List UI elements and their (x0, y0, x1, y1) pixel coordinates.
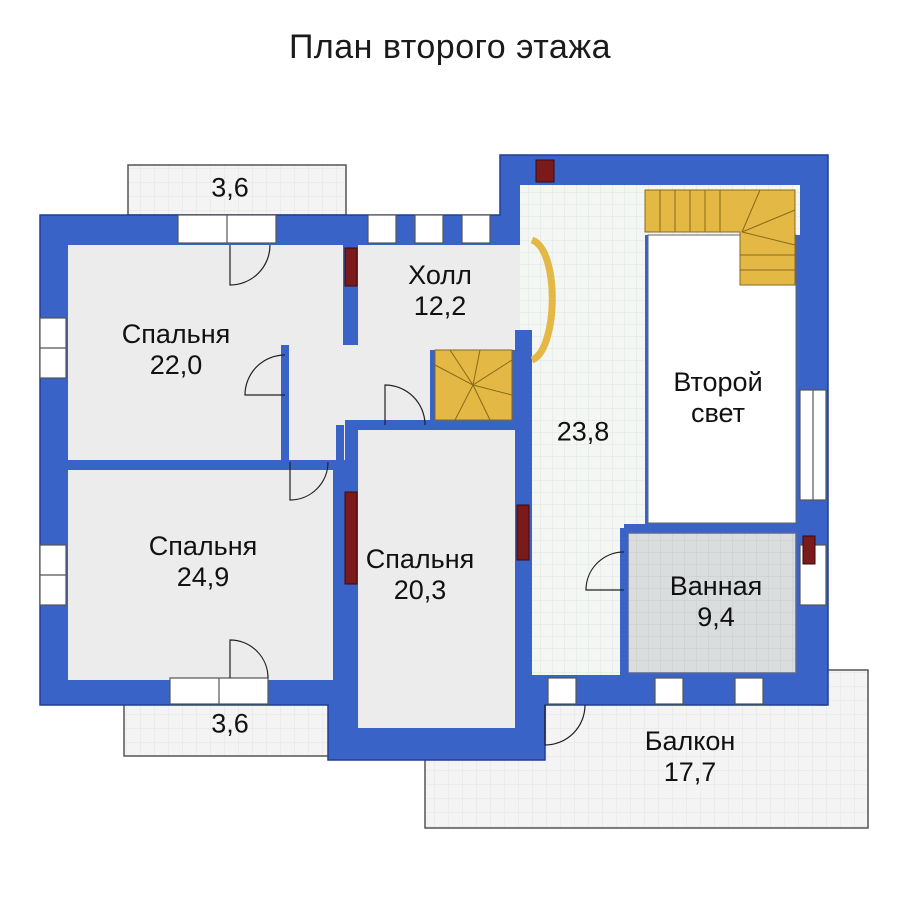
corridor-floor (520, 185, 800, 675)
hall-floor (290, 245, 532, 460)
bathroom-floor (627, 532, 797, 674)
balcony-main-name: Балкон (644, 726, 736, 756)
balcony-main-label: Балкон 17,7 (645, 726, 736, 788)
doors (229, 244, 625, 746)
bedroom-mid-floor (358, 430, 515, 728)
ducts (344, 159, 816, 585)
hall-area: 12,2 (413, 291, 467, 321)
second-light-name: Второй (673, 367, 763, 397)
bedroom-mid-area: 20,3 (393, 575, 447, 605)
second-light-label: Второй свет (673, 367, 762, 429)
bathroom-area: 9,4 (697, 602, 735, 632)
hall-name: Холл (408, 260, 472, 290)
partitions (68, 245, 800, 720)
railing (530, 236, 556, 364)
corridor-area: 23,8 (556, 416, 610, 447)
balcony-top (127, 164, 347, 216)
bedroom-bl-label: Спальня 24,9 (149, 531, 258, 593)
bedroom-mid-label: Спальня 20,3 (366, 544, 475, 606)
bedroom-mid-name: Спальня (365, 544, 475, 574)
bedroom-bl-area: 24,9 (176, 562, 230, 592)
balcony-main-area: 17,7 (663, 757, 717, 787)
balcony-bottom-area: 3,6 (211, 708, 249, 739)
stair-upper (644, 189, 796, 286)
bedroom-tl-label: Спальня 22,0 (122, 319, 231, 381)
bathroom-label: Ванная 9,4 (670, 571, 762, 633)
bathroom-name: Ванная (669, 571, 763, 601)
second-light-name2: свет (690, 398, 746, 428)
bedroom-tl-name: Спальня (121, 319, 231, 349)
bedroom-bl-name: Спальня (148, 531, 258, 561)
stair-lower (434, 349, 513, 421)
hall-label: Холл 12,2 (408, 260, 472, 322)
balcony-top-area: 3,6 (211, 172, 249, 203)
bedroom-bl-floor (68, 470, 333, 680)
plan-title: План второго этажа (288, 28, 611, 66)
bedroom-tl-area: 22,0 (149, 350, 203, 380)
room-floors (68, 185, 800, 728)
balcony-bottom (123, 699, 343, 757)
